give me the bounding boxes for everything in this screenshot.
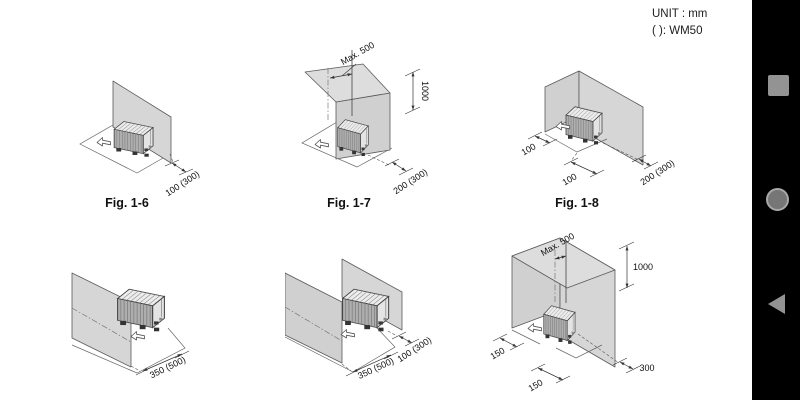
airflow-arrow-icon — [340, 329, 355, 339]
dim-label: 200 (300) — [391, 167, 429, 196]
paren-note: ( ): WM50 — [652, 24, 703, 37]
figure-1-8-caption: Fig. 1-8 — [555, 196, 599, 210]
outdoor-unit — [113, 120, 154, 158]
airflow-arrow-icon — [130, 331, 145, 341]
outdoor-unit — [116, 288, 166, 332]
dim-label: 100 (300) — [163, 169, 201, 198]
figure-1-6-caption: Fig. 1-6 — [105, 196, 149, 210]
airflow-arrow-icon — [96, 137, 111, 147]
dim-label: 100 — [560, 171, 578, 187]
dim-label: Max. 500 — [339, 40, 376, 67]
dim-label: 350 (500) — [356, 356, 395, 381]
dim-label: 100 (300) — [395, 335, 433, 364]
airflow-arrow-icon — [314, 139, 329, 149]
figure-1-6-diagram: 100 (300) — [79, 80, 201, 198]
dim-label: 1000 — [420, 81, 430, 101]
home-circle-icon[interactable] — [766, 188, 789, 211]
figure-1-7-caption: Fig. 1-7 — [327, 196, 371, 210]
back-triangle-icon[interactable] — [768, 294, 785, 314]
figure-1-8-diagram: 100 100 200 (300) — [519, 70, 676, 187]
figure-bottom-middle-diagram: 350 (500) 100 (300) — [285, 258, 433, 381]
dim-label: 1000 — [633, 262, 653, 272]
figure-1-7-diagram: Max. 500 1000 200 (300) — [301, 40, 430, 196]
dim-label: 150 — [488, 345, 506, 361]
airflow-arrow-icon — [527, 323, 542, 333]
recents-square-icon[interactable] — [768, 75, 789, 96]
dim-label: 300 — [639, 363, 654, 373]
figure-bottom-left-diagram: 350 (500) — [71, 272, 190, 380]
android-nav-bar — [752, 0, 800, 400]
dim-label: 100 — [519, 141, 537, 157]
unit-notes: UNIT : mm ( ): WM50 — [652, 6, 707, 39]
unit-note: UNIT : mm — [652, 8, 708, 20]
outdoor-unit — [341, 288, 390, 332]
dim-label: 350 (500) — [148, 354, 187, 380]
dim-label: 150 — [526, 377, 544, 393]
figure-bottom-right-diagram: Max. 500 1000 150 150 300 — [488, 231, 654, 394]
